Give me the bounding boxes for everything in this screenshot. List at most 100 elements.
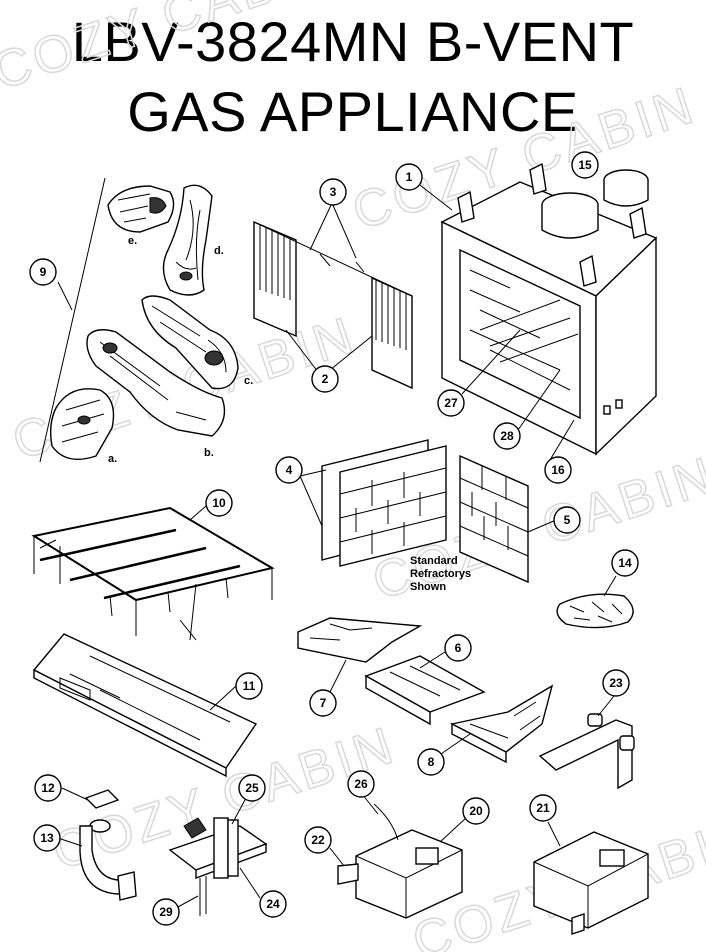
svg-text:4: 4: [286, 463, 293, 477]
callout-12: 12: [34, 774, 62, 802]
diagram-title-line1: LBV-3824MN B-VENT: [71, 10, 635, 73]
ember-refractory-6: [364, 655, 486, 726]
svg-text:3: 3: [330, 185, 337, 199]
callout-10: 10: [205, 489, 233, 517]
log-grate: [31, 506, 275, 641]
callout-27: 27: [437, 389, 465, 417]
diagram-title-line2: GAS APPLIANCE: [127, 80, 579, 143]
callout-15: 15: [571, 151, 599, 179]
leader-23: [597, 695, 615, 717]
log-label-a: a.: [108, 453, 117, 465]
leader-10: [189, 505, 207, 521]
refractory-note-line3: Shown: [410, 581, 446, 593]
log-label-c: c.: [244, 375, 253, 387]
svg-text:6: 6: [455, 641, 462, 655]
callout-22: 22: [304, 826, 332, 854]
refractory-panels: [321, 439, 447, 567]
leader-12: [61, 787, 89, 801]
callout-23: 23: [602, 669, 630, 697]
callout-16: 16: [544, 456, 572, 484]
refractory-note-line2: Refractorys: [410, 568, 471, 580]
callout-8: 8: [417, 748, 445, 776]
leader-27: [461, 329, 521, 395]
leader-16: [549, 419, 575, 461]
callout-11: 11: [235, 672, 263, 700]
svg-text:16: 16: [551, 463, 565, 477]
gas-valve: [337, 803, 463, 919]
svg-text:7: 7: [320, 696, 327, 710]
svg-text:15: 15: [578, 158, 592, 172]
callout-13: 13: [33, 824, 61, 852]
leader-6: [419, 649, 449, 669]
callout-3: 3: [319, 178, 347, 206]
callout-20: 20: [462, 797, 490, 825]
log-label-b: b.: [204, 447, 214, 459]
callout-21: 21: [529, 794, 557, 822]
svg-text:24: 24: [266, 897, 280, 911]
burner-tray: [32, 633, 258, 778]
svg-text:8: 8: [428, 755, 435, 769]
callout-29: 29: [152, 898, 180, 926]
svg-text:2: 2: [322, 372, 329, 386]
leader-28: [517, 369, 561, 431]
refractory-note-line1: Standard: [410, 555, 458, 567]
log-a: [49, 388, 115, 460]
log-set-bracket-line: [39, 177, 106, 463]
callout-9: 9: [29, 258, 57, 286]
svg-text:1: 1: [406, 170, 413, 184]
callout-2: 2: [311, 365, 339, 393]
callout-25: 25: [238, 774, 266, 802]
leader-5: [527, 519, 557, 533]
log-label-e: e.: [128, 235, 137, 247]
svg-text:12: 12: [41, 781, 55, 795]
svg-text:20: 20: [469, 804, 483, 818]
callout-26: 26: [347, 770, 375, 798]
part-15-cap: [603, 169, 649, 207]
ember-material: [556, 593, 634, 629]
leader-25: [231, 797, 247, 825]
svg-text:13: 13: [40, 831, 54, 845]
callout-28: 28: [493, 422, 521, 450]
leader-7: [329, 659, 347, 693]
back-refractory-panel: [459, 454, 529, 584]
svg-text:14: 14: [618, 556, 632, 570]
leader-13: [57, 837, 83, 847]
log-e: [107, 185, 175, 233]
callout-4: 4: [275, 456, 303, 484]
callout-14: 14: [611, 549, 639, 577]
svg-text:22: 22: [311, 833, 325, 847]
gas-supply-pipe: [79, 789, 137, 901]
leader-9: [57, 281, 73, 311]
leader-11: [209, 685, 237, 711]
svg-text:10: 10: [212, 496, 226, 510]
leader-26: [361, 793, 379, 815]
fireplace-screens: [253, 220, 413, 390]
leader-3: [309, 202, 357, 259]
leader-20: [439, 817, 467, 843]
svg-text:5: 5: [564, 513, 571, 527]
callout-5: 5: [553, 506, 581, 534]
leader-21: [547, 821, 561, 847]
svg-text:23: 23: [609, 676, 623, 690]
svg-text:25: 25: [245, 781, 259, 795]
log-c: [141, 295, 239, 390]
log-d: [162, 184, 213, 296]
svg-text:9: 9: [40, 265, 47, 279]
watermark: COZY CABIN: [0, 0, 343, 101]
callout-1: 1: [395, 163, 423, 191]
ember-refractory-7: [297, 617, 423, 663]
svg-text:28: 28: [500, 429, 514, 443]
svg-text:26: 26: [354, 777, 368, 791]
svg-text:27: 27: [444, 396, 458, 410]
mounting-bracket: [538, 713, 635, 790]
leader-29: [175, 895, 199, 909]
leader-1: [415, 181, 453, 211]
leader-8: [437, 733, 471, 757]
leader-22: [329, 847, 345, 867]
pilot-assembly: [168, 817, 268, 916]
svg-text:29: 29: [159, 905, 173, 919]
callout-24: 24: [259, 890, 287, 918]
callout-7: 7: [309, 689, 337, 717]
log-b: [86, 329, 226, 437]
